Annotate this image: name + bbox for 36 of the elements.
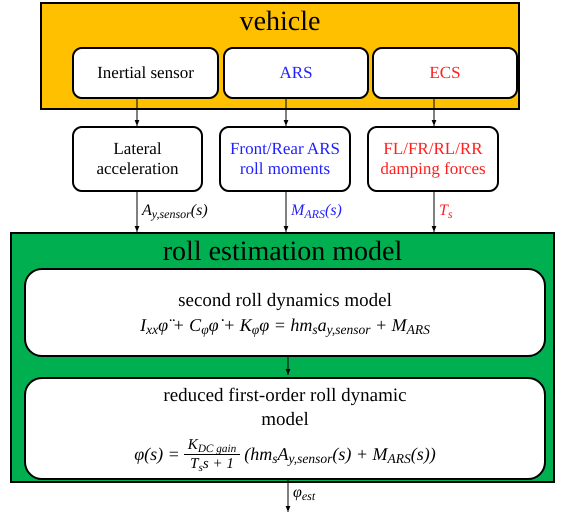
box-label: Inertial sensor (96, 63, 195, 83)
equation: I$_{xx}$φ̈ + C$_{φ}$φ̇ + K$_{φ}$φ = hm$_{s}$a$_{y,sensor}$ + M$_{ARS}$ (140, 314, 430, 336)
arrow (284, 192, 288, 232)
model-title: reduced first-order roll dynamic model (162, 384, 408, 432)
system-panel (40, 2, 520, 110)
fraction-numerator: K$_{DC gain}$ (184, 436, 240, 455)
arrow (432, 96, 436, 126)
model-title: second roll dynamics model (178, 288, 392, 312)
arrow (286, 478, 290, 512)
box-label: Lateral acceleration (95, 139, 180, 179)
process-box (219, 126, 351, 192)
arrow (432, 192, 436, 232)
edge-label: T$_{s}$ (437, 202, 455, 220)
edge-label: A$_{y,sensor}$(s) (140, 202, 210, 220)
arrow (284, 96, 288, 126)
panel-title: vehicle (240, 5, 320, 39)
box-label: ECS (428, 63, 462, 83)
process-box (223, 47, 369, 99)
fraction-denominator: T$_{s}$s + 1 (190, 455, 234, 473)
process-box (72, 126, 203, 192)
process-box (367, 126, 499, 192)
equation-term: (hm$_{s}$A$_{y,sensor}$(s) + M$_{ARS}$(s)) (244, 443, 436, 468)
arrow (134, 192, 140, 232)
equation-term: φ(s) = (134, 443, 180, 466)
arrow (286, 354, 290, 376)
process-box (372, 47, 518, 99)
model-panel (10, 232, 555, 483)
edge-label: M$_{ARS}$(s) (289, 202, 344, 220)
box-label: Front/Rear ARS roll moments (228, 139, 342, 179)
panel-title: roll estimation model (162, 235, 402, 269)
model-box (24, 268, 546, 357)
box-label: FL/FR/RL/RR damping forces (379, 139, 487, 179)
process-box (72, 47, 219, 99)
box-label: ARS (278, 63, 314, 83)
model-box (24, 377, 546, 480)
arrow (134, 96, 140, 126)
